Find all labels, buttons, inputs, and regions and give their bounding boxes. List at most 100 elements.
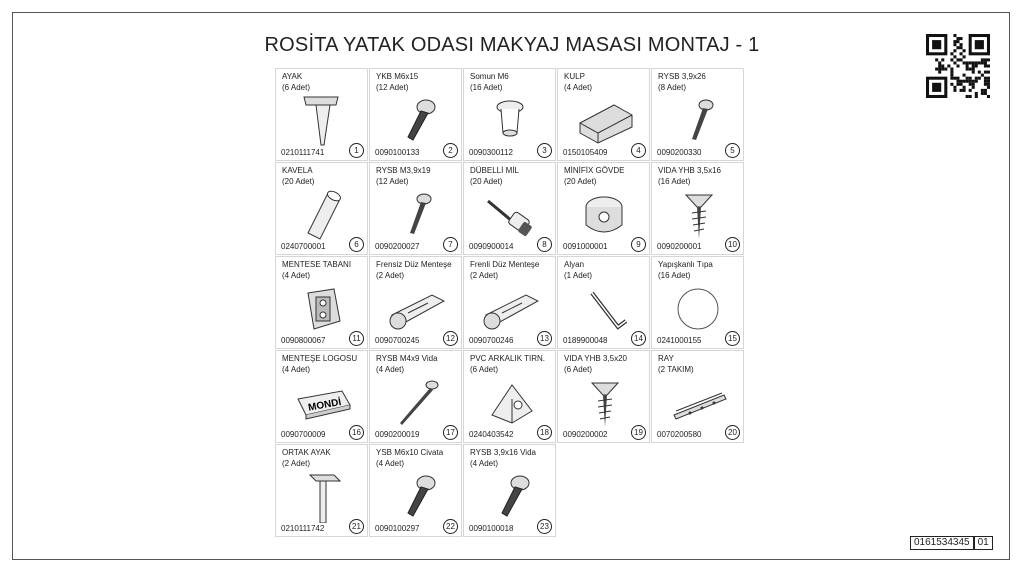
part-number: 15 (725, 331, 740, 346)
part-quantity: (16 Adet) (658, 177, 691, 186)
page-frame (12, 12, 1010, 560)
part-name: ORTAK AYAK (282, 448, 331, 457)
part-name: MİNİFİX GÖVDE (564, 166, 625, 175)
dowel-icon (307, 190, 341, 240)
part-number: 6 (349, 237, 364, 252)
part-number: 13 (537, 331, 552, 346)
part-code: 0090900014 (469, 242, 514, 251)
leg-icon (303, 96, 339, 146)
part-quantity: (6 Adet) (282, 83, 311, 92)
handle-icon (579, 104, 633, 144)
part-name: YKB M6x15 (376, 72, 419, 81)
part-name: MENTESE TABANI (282, 260, 352, 269)
bolt-icon (407, 475, 436, 517)
part-quantity: (4 Adet) (376, 459, 405, 468)
wood-screw-icon (590, 382, 620, 427)
part-name: KULP (564, 72, 585, 81)
bracket-icon (491, 384, 533, 424)
part-name: YSB M6x10 Civata (376, 448, 444, 457)
part-quantity: (20 Adet) (564, 177, 597, 186)
part-quantity: (4 Adet) (282, 365, 311, 374)
part-number: 14 (631, 331, 646, 346)
part-number: 17 (443, 425, 458, 440)
part-name: VIDA YHB 3,5x16 (658, 166, 721, 175)
part-quantity: (20 Adet) (282, 177, 315, 186)
part-quantity: (4 Adet) (564, 83, 593, 92)
part-quantity: (8 Adet) (658, 83, 687, 92)
part-code: 0090700246 (469, 336, 514, 345)
screw-icon (410, 193, 432, 234)
part-code: 0090200019 (375, 430, 420, 439)
long-screw-icon (400, 380, 439, 425)
screw-icon (692, 99, 714, 140)
part-name: Alyan (564, 260, 585, 269)
part-code: 0090200001 (657, 242, 702, 251)
part-quantity: (16 Adet) (470, 83, 503, 92)
part-code: 0090700009 (281, 430, 326, 439)
hinge-icon (389, 294, 445, 330)
part-name: Somun M6 (470, 72, 509, 81)
part-quantity: (6 Adet) (470, 365, 499, 374)
hinge-plate-icon (307, 288, 341, 330)
part-number: 19 (631, 425, 646, 440)
part-name: AYAK (282, 72, 303, 81)
part-name: Frenli Düz Menteşe (470, 260, 540, 269)
part-number: 2 (443, 143, 458, 158)
allen-key-icon (590, 291, 628, 330)
part-number: 20 (725, 425, 740, 440)
center-leg-icon (308, 474, 342, 523)
part-number: 16 (349, 425, 364, 440)
part-code: 0090100018 (469, 524, 514, 533)
part-cell: MENTEŞE LOGOSU (4 Adet) MONDİ 0090700009 16 (275, 350, 368, 443)
part-number: 11 (349, 331, 364, 346)
part-code: 0090700245 (375, 336, 420, 345)
cap-icon (677, 288, 719, 330)
part-code: 0189900048 (563, 336, 608, 345)
part-code: 0150105409 (563, 148, 608, 157)
hinge-icon (483, 294, 539, 330)
part-number: 5 (725, 143, 740, 158)
part-quantity: (2 Adet) (282, 459, 311, 468)
part-code: 0241000155 (657, 336, 702, 345)
part-number: 1 (349, 143, 364, 158)
part-name: RYSB M4x9 Vida (376, 354, 438, 363)
part-quantity: (2 Adet) (470, 271, 499, 280)
part-quantity: (2 Adet) (376, 271, 405, 280)
part-quantity: (12 Adet) (376, 177, 409, 186)
part-quantity: (2 TAKIM) (658, 365, 694, 374)
part-name: PVC ARKALIK TIRN. (470, 354, 545, 363)
part-quantity: (6 Adet) (564, 365, 593, 374)
part-number: 23 (537, 519, 552, 534)
part-number: 18 (537, 425, 552, 440)
part-name: RAY (658, 354, 674, 363)
part-code: 0090200002 (563, 430, 608, 439)
part-number: 22 (443, 519, 458, 534)
part-name: MENTEŞE LOGOSU (282, 354, 358, 363)
part-code: 0091000001 (563, 242, 608, 251)
nut-icon (496, 100, 524, 137)
part-name: KAVELA (282, 166, 313, 175)
part-quantity: (20 Adet) (470, 177, 503, 186)
part-name: Frensiz Düz Menteşe (376, 260, 452, 269)
part-code: 0090200027 (375, 242, 420, 251)
wood-screw-icon (684, 194, 714, 239)
logo-plate-icon: MONDİ (297, 390, 351, 420)
minifix-icon (585, 196, 623, 233)
